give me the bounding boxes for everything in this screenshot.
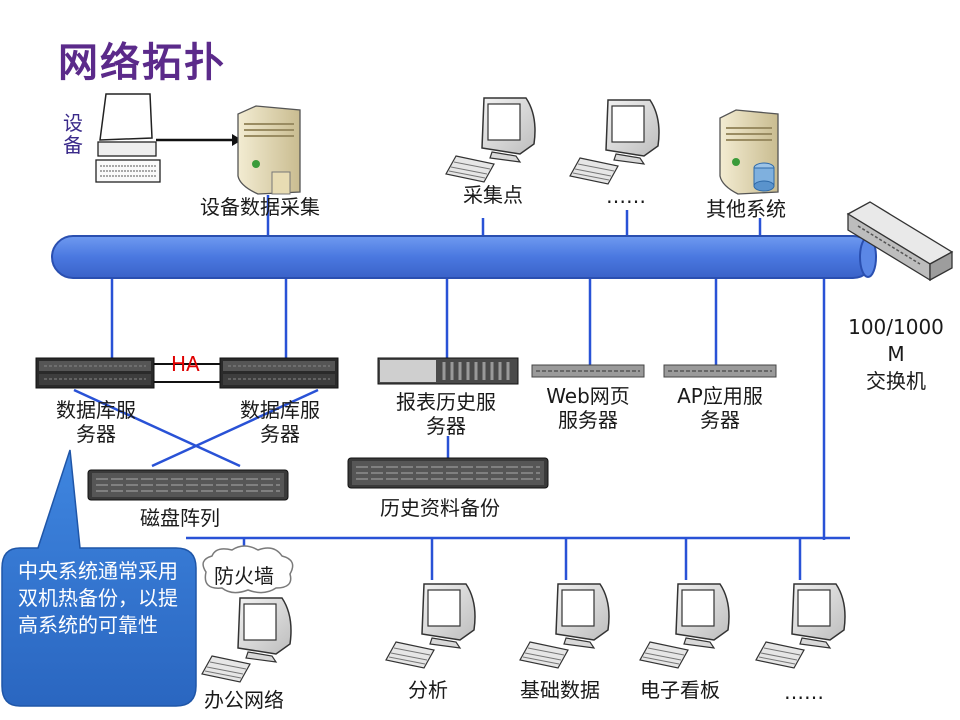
disk-array-icon bbox=[87, 469, 289, 501]
history-backup-icon bbox=[347, 457, 549, 489]
bus-drop-lines bbox=[73, 195, 850, 580]
switch-icon bbox=[846, 201, 954, 282]
web-server-label: Web网页 服务器 bbox=[546, 384, 630, 432]
analysis-pc-icon bbox=[385, 583, 476, 669]
firewall-cloud-icon bbox=[202, 545, 294, 594]
e-kanban-pc-icon bbox=[639, 583, 730, 669]
arrow-head-icon bbox=[232, 134, 242, 146]
db-server-2-label: 数据库服 务器 bbox=[240, 398, 320, 446]
collect-point-label: 采集点 bbox=[463, 183, 523, 207]
collect-point-pc-2-icon bbox=[569, 99, 660, 185]
network-bus bbox=[51, 235, 877, 279]
ap-server-icon bbox=[663, 364, 777, 378]
callout-bubble bbox=[1, 449, 197, 707]
report-server-icon bbox=[377, 357, 519, 385]
other-system-label: 其他系统 bbox=[706, 197, 786, 221]
switch-speed-unit-label: M bbox=[887, 342, 905, 366]
callout-text: 中央系统通常采用双机热备份，以提高系统的可靠性 bbox=[18, 559, 178, 637]
device-terminal-icon bbox=[95, 93, 161, 183]
basic-data-label: 基础数据 bbox=[520, 678, 600, 702]
ap-server-label: AP应用服 务器 bbox=[677, 384, 763, 432]
web-server-icon bbox=[531, 364, 645, 378]
report-server-label: 报表历史服 务器 bbox=[396, 390, 496, 438]
other-system-server-icon bbox=[719, 109, 779, 195]
ellipsis-top-label: …… bbox=[606, 184, 646, 208]
data-collect-server-icon bbox=[237, 105, 301, 195]
ha-label: HA bbox=[171, 352, 200, 376]
device-data-collect-label: 设备数据采集 bbox=[200, 195, 320, 219]
db-server-1-label: 数据库服 务器 bbox=[56, 398, 136, 446]
e-kanban-label: 电子看板 bbox=[640, 678, 720, 702]
switch-speed-label: 100/1000 bbox=[848, 315, 944, 339]
basic-data-pc-icon bbox=[519, 583, 610, 669]
office-network-label: 办公网络 bbox=[204, 688, 284, 712]
device-label: 设备 bbox=[63, 111, 83, 157]
page-title: 网络拓扑 bbox=[58, 40, 226, 86]
db-server-2-icon bbox=[219, 357, 339, 389]
firewall-label: 防火墙 bbox=[214, 564, 274, 588]
office-pc-icon bbox=[201, 597, 292, 683]
collect-point-pc-icon bbox=[445, 97, 536, 183]
db-server-1-icon bbox=[35, 357, 155, 389]
more-pc-icon bbox=[755, 583, 846, 669]
ellipsis-bottom-label: …… bbox=[784, 680, 824, 704]
history-backup-label: 历史资料备份 bbox=[380, 496, 500, 520]
disk-array-label: 磁盘阵列 bbox=[140, 506, 220, 530]
analysis-label: 分析 bbox=[408, 678, 448, 702]
switch-name-label: 交换机 bbox=[866, 369, 926, 393]
